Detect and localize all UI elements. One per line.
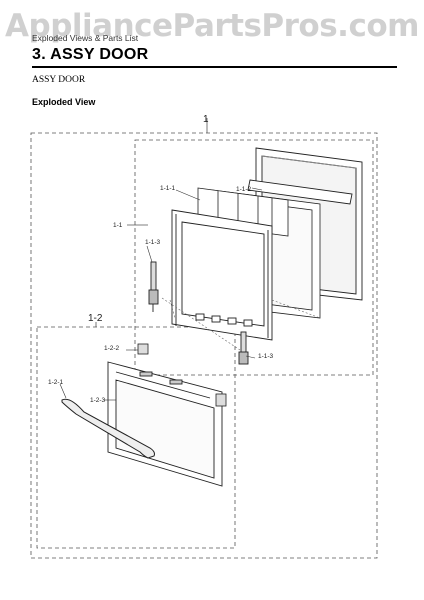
inner-door-frame [171,209,273,341]
callout-1-2: 1-2 [88,313,103,324]
title-divider [32,66,397,68]
watermark: AppliancePartsPros.com [5,8,419,44]
exploded-view-label: Exploded View [32,97,96,107]
left-hinge [148,261,159,312]
callout-1: 1 [203,114,209,125]
breadcrumb: Exploded Views & Parts List [32,33,139,43]
callout-1-1-3-left: 1-1-3 [145,239,161,246]
callout-1-2-1: 1-2-1 [48,379,64,386]
frame-boundary [134,139,374,376]
outer-door-panel [107,361,223,487]
end-cap-left [137,343,149,355]
callout-1-1-1: 1-1-1 [160,185,176,192]
callout-1-2-3: 1-2-3 [90,397,106,404]
end-cap-right [215,393,227,407]
right-hinge [238,331,249,365]
outer-door-boundary [36,326,236,549]
callout-1-1-2: 1-1-2 [236,186,252,193]
assy-label: ASSY DOOR [32,75,86,85]
callout-1-1-3-right: 1-1-3 [258,353,274,360]
door-handle [61,398,155,459]
callout-1-1: 1-1 [113,222,123,229]
page-title: 3. ASSY DOOR [32,46,149,63]
callout-1-2-2: 1-2-2 [104,345,120,352]
